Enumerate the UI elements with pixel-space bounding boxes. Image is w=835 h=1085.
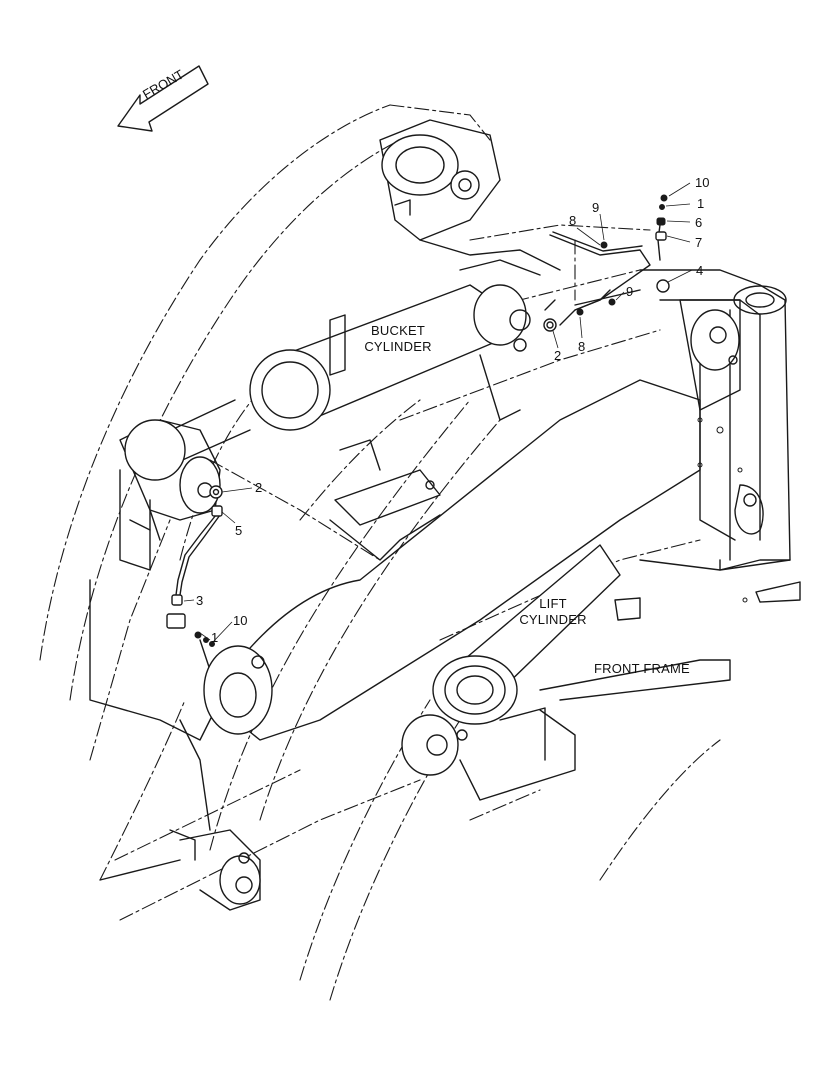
- lift-cylinder-label: LIFT CYLINDER: [513, 596, 593, 628]
- callout-9-upper: 9: [592, 200, 600, 215]
- callout-6: 6: [695, 215, 703, 230]
- lift-cylinder-label-line1: LIFT: [539, 596, 567, 611]
- lift-cylinder-label-line2: CYLINDER: [519, 612, 587, 627]
- upper-boom: [379, 119, 561, 271]
- callout-2-left: 2: [255, 480, 263, 495]
- front-arrow-icon: [117, 65, 209, 132]
- callout-5: 5: [235, 523, 243, 538]
- front-frame-label: FRONT FRAME: [594, 661, 690, 676]
- callout-7: 7: [695, 235, 703, 250]
- callout-10-upper: 10: [695, 175, 710, 190]
- callout-leaders: [183, 182, 693, 644]
- callout-2-upper: 2: [554, 348, 562, 363]
- lube-lines-left: [166, 485, 223, 647]
- lower-boom: [99, 719, 261, 911]
- bucket-cylinder: [149, 259, 541, 471]
- lift-cylinder: [401, 544, 641, 801]
- bucket-cylinder-label-line2: CYLINDER: [364, 339, 432, 354]
- callout-10-left: 10: [233, 613, 248, 628]
- callout-1-upper: 1: [697, 196, 705, 211]
- callout-1-left: 1: [211, 630, 219, 645]
- callout-9-lower: 9: [626, 284, 634, 299]
- lube-lines-upper: [543, 194, 670, 332]
- phantom-outline-lines: [39, 104, 721, 1001]
- callout-4: 4: [696, 263, 704, 278]
- callout-8-lower: 8: [578, 339, 586, 354]
- callout-3: 3: [196, 593, 204, 608]
- bucket-cylinder-label-line1: BUCKET: [371, 323, 425, 338]
- bucket-cylinder-label: BUCKET CYLINDER: [358, 323, 438, 355]
- front-frame: [539, 269, 801, 701]
- main-boom: [203, 299, 741, 741]
- callout-8-upper: 8: [569, 213, 577, 228]
